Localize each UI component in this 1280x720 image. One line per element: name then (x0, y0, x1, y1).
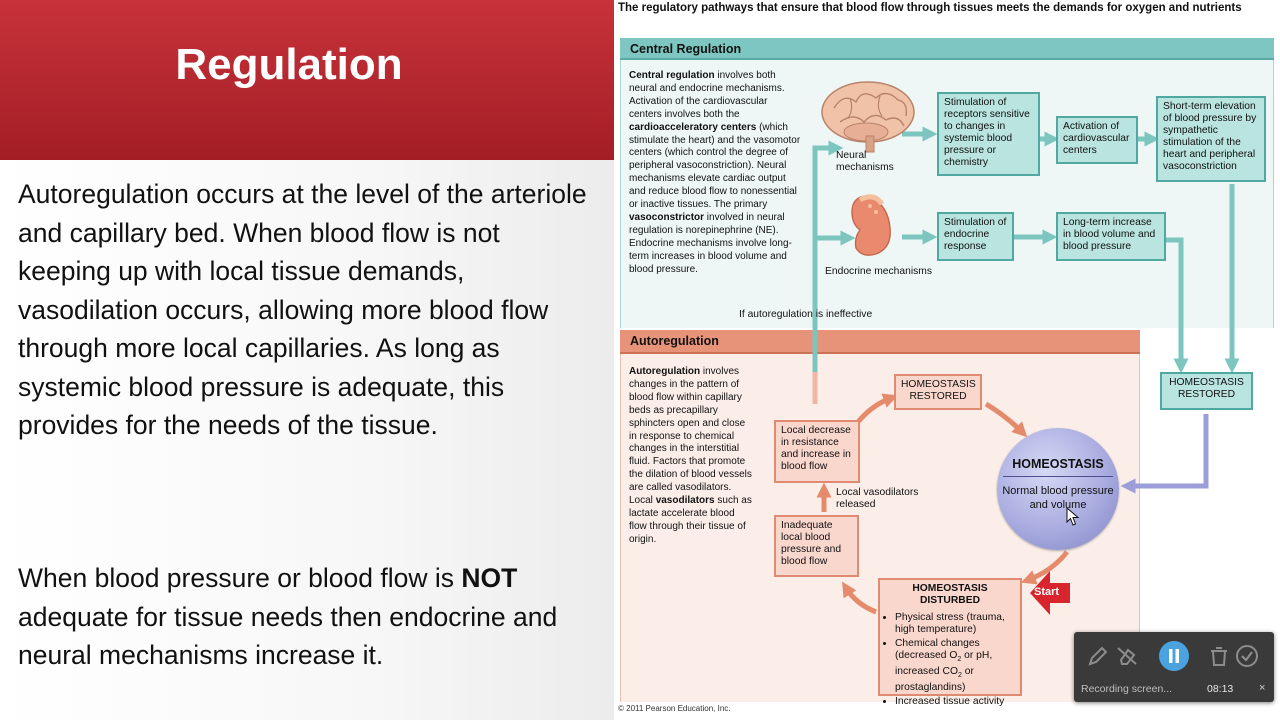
disturbed-item: Increased tissue activity (895, 696, 1015, 708)
neural-mechanisms-label: Neural mechanisms (836, 150, 894, 173)
start-label: Start (1034, 586, 1060, 598)
long-term-down-arrow (1166, 237, 1189, 374)
disturbed-to-inadequate-curve (842, 581, 877, 615)
homeostasis-circle: HOMEOSTASIS Normal blood pressure and vo… (997, 428, 1119, 550)
disturbed-item: Chemical changes (decreased O2 or pH, in… (895, 638, 1015, 694)
homeostasis-title: HOMEOSTASIS (1012, 457, 1104, 471)
central-description: Central regulation involves both neural … (629, 70, 801, 275)
if-autoregulation-ineffective-label: If autoregulation is ineffective (739, 309, 873, 320)
recording-status: Recording screen... (1081, 683, 1173, 695)
local-decrease-box: Local decrease in resistance and increas… (774, 420, 860, 483)
recording-time: 08:13 (1207, 683, 1234, 695)
homeostasis-subtitle: Normal blood pressure and volume (1002, 485, 1114, 511)
slide-text-panel: Regulation Autoregulation occurs at the … (0, 0, 614, 720)
homeostasis-restored-central-box: HOMEOSTASIS RESTORED (1160, 372, 1253, 410)
paragraph-autoregulation: Autoregulation occurs at the level of th… (18, 179, 587, 440)
figure-caption: The regulatory pathways that ensure that… (618, 2, 1242, 14)
inadequate-pressure-box: Inadequate local blood pressure and bloo… (774, 515, 859, 577)
title-banner: Regulation (0, 0, 614, 160)
homeostasis-to-disturbed-curve (1020, 550, 1069, 585)
eraser-icon[interactable] (1115, 644, 1139, 668)
start-arrow-icon (1030, 571, 1070, 615)
local-decrease-to-restored-curve (856, 393, 899, 424)
disturbed-list: Physical stress (trauma, high temperatur… (885, 612, 1015, 708)
stimulation-endocrine-box: Stimulation of endocrine response (937, 212, 1014, 261)
mouse-cursor-icon (1066, 507, 1080, 526)
recorder-close-button[interactable]: × (1259, 682, 1266, 694)
kidney-icon (851, 194, 891, 256)
copyright-text: © 2011 Pearson Education, Inc. (618, 704, 731, 713)
pause-icon[interactable] (1158, 640, 1190, 672)
ineffective-arrow (812, 140, 844, 404)
pen-icon[interactable] (1086, 644, 1110, 668)
stimulation-receptors-box: Stimulation of receptors sensitive to ch… (937, 92, 1040, 176)
endocrine-mechanisms-label: Endocrine mechanisms (825, 266, 933, 277)
homeostasis-divider (1003, 476, 1113, 477)
activation-centers-box: Activation of cardiovascular centers (1056, 116, 1138, 164)
short-term-elevation-box: Short-term elevation of blood pressure b… (1156, 96, 1266, 182)
screen-recorder-widget[interactable]: Recording screen... 08:13 × (1074, 632, 1274, 702)
long-term-increase-box: Long-term increase in blood volume and b… (1056, 212, 1166, 261)
check-icon[interactable] (1235, 644, 1259, 668)
restored-to-homeostasis-arrow (1120, 414, 1209, 494)
disturbed-item: Physical stress (trauma, high temperatur… (895, 612, 1015, 636)
central-regulation-band: Central Regulation (620, 38, 1274, 60)
restored-to-homeostasis-curve (984, 401, 1028, 438)
slide-title: Regulation (175, 40, 403, 89)
homeostasis-restored-auto-box: HOMEOSTASIS RESTORED (894, 374, 982, 410)
paragraph-not-adequate: When blood pressure or blood flow is NOT… (18, 563, 558, 670)
local-vasodilators-label: Local vasodilators released (836, 487, 919, 510)
homeostasis-disturbed-box: HOMEOSTASIS DISTURBED Physical stress (t… (878, 578, 1022, 707)
homeostasis-disturbed-title: HOMEOSTASIS DISTURBED (912, 583, 988, 606)
autoregulation-band: Autoregulation (620, 330, 1140, 354)
brain-icon (821, 81, 915, 153)
trash-icon[interactable] (1207, 644, 1231, 668)
autoregulation-description: Autoregulation involves changes in the p… (629, 366, 752, 545)
